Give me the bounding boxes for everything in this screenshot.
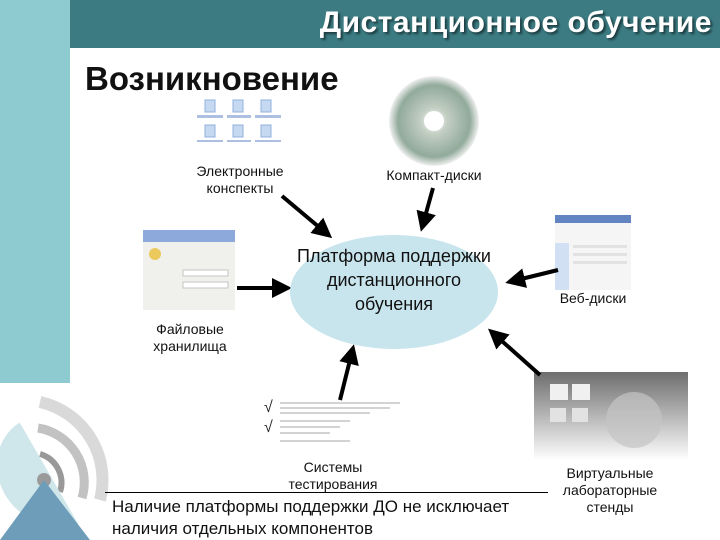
virtual-lab-image [534, 372, 688, 460]
footnote-line-2: наличия отдельных компонентов [112, 519, 374, 538]
label-electronic-notes: Электронные конспекты [196, 163, 284, 196]
compact-disc-image [389, 76, 479, 166]
svg-text:√: √ [264, 419, 273, 436]
platform-ellipse [290, 235, 498, 349]
label-file-storage: Файловые хранилища [153, 321, 227, 354]
arrow-web [505, 268, 559, 288]
label-testing-systems: Системы тестирования [288, 459, 378, 492]
arrow-notes [280, 194, 333, 239]
satellite-dish-icon [0, 396, 109, 540]
label-virtual-labs: Виртуальные лабораторные стенды [562, 465, 658, 515]
divider-line [105, 492, 548, 493]
arrow-tests [338, 344, 359, 401]
svg-text:√: √ [264, 399, 273, 416]
platform-label: Платформа поддержки дистанционного обуче… [297, 246, 491, 314]
label-web-disks: Веб-диски [559, 290, 627, 306]
file-storage-dialog-image [143, 230, 235, 310]
header-band [70, 0, 720, 48]
document-icons-image [197, 99, 281, 142]
test-system-image: √√ [264, 399, 400, 442]
slide-title: Дистанционное обучение [319, 6, 712, 39]
left-accent-bar [0, 0, 70, 383]
footnote: Наличие платформы поддержки ДО не исключ… [112, 496, 509, 540]
slide-subtitle: Возникновение [85, 60, 339, 97]
arrow-cds [416, 187, 436, 232]
arrow-labs [488, 328, 542, 377]
web-disk-window-image [555, 215, 631, 290]
label-compact-discs: Компакт-диски [386, 167, 482, 183]
footnote-line-1: Наличие платформы поддержки ДО не исключ… [112, 497, 510, 516]
